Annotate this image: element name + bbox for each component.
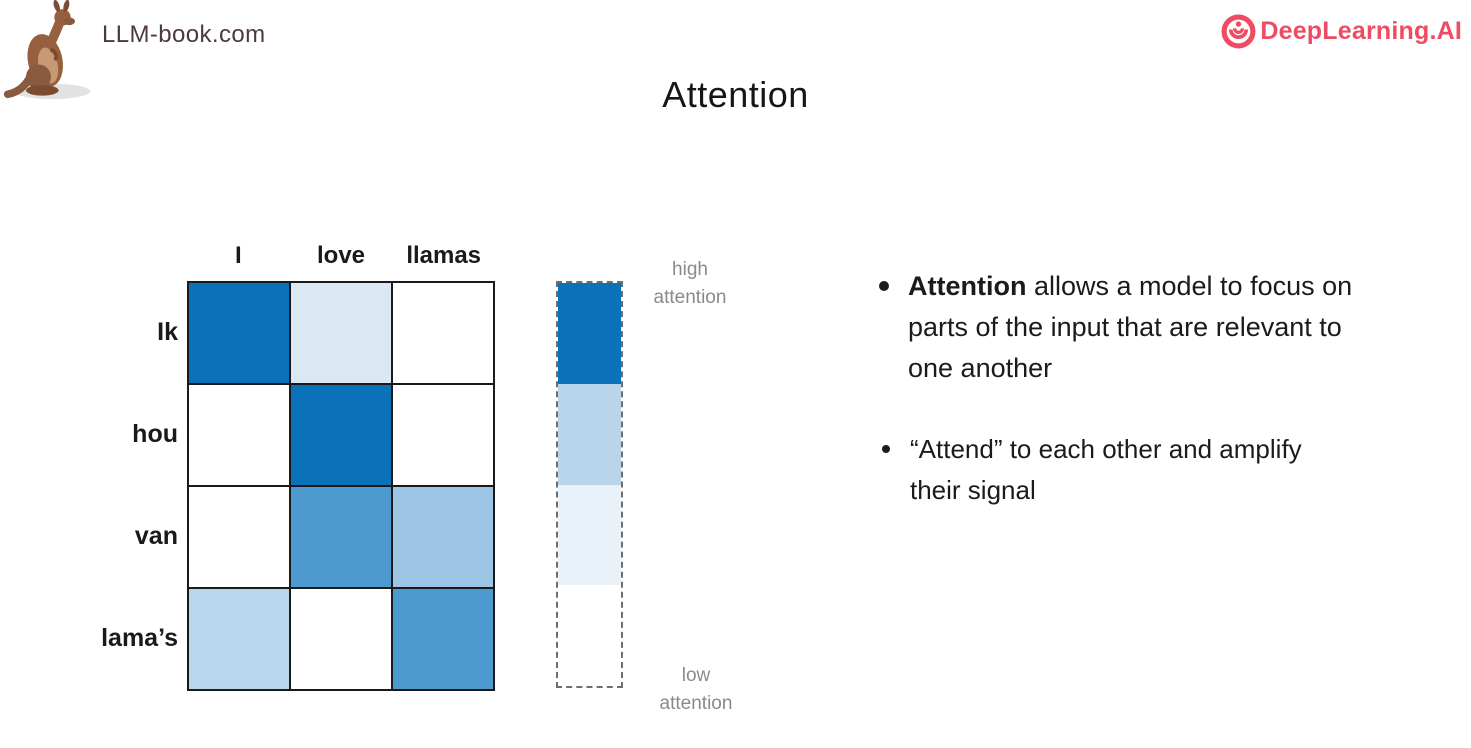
matrix-column-header: llamas [406, 242, 482, 269]
matrix-cell [290, 384, 392, 486]
matrix-cell [392, 588, 494, 690]
page-title: Attention [662, 74, 809, 115]
colorbar-high-label-line1: high [672, 259, 708, 280]
matrix-cell [290, 588, 392, 690]
bullet-text: “Attend” to each other and amplify their… [910, 434, 1302, 505]
attention-matrix [187, 281, 495, 691]
matrix-cell [188, 486, 290, 588]
matrix-row-label: van [134, 521, 178, 550]
matrix-row-label: lama’s [101, 623, 178, 652]
matrix-cell [290, 486, 392, 588]
colorbar-low-label-line2: attention [659, 693, 733, 714]
brand-title: DeepLearning.AI [1260, 17, 1462, 45]
bullet-item-attention: Attention allows a model to focus on par… [879, 266, 1370, 389]
matrix-cell [290, 282, 392, 384]
bullet-rest: allows a model to focus on parts of the … [908, 271, 1353, 383]
colorbar-segment [558, 585, 621, 686]
colorbar-high-label-line2: attention [653, 287, 727, 308]
matrix-row-label: hou [132, 419, 178, 448]
kangaroo-logo-icon [3, 0, 91, 100]
bullet-text: Attention allows a model to focus on par… [908, 266, 1370, 389]
bullet-dot [879, 281, 889, 291]
colorbar-low-label-line1: low [681, 665, 711, 686]
attention-colorbar [556, 281, 623, 688]
colorbar-high-label: high attention [624, 256, 756, 312]
deeplearning-ripple-icon [1221, 14, 1256, 49]
colorbar-low-label: low attention [630, 662, 762, 718]
matrix-cell [392, 486, 494, 588]
bullet-item-attend: “Attend” to each other and amplify their… [882, 429, 1312, 511]
site-title: LLM-book.com [102, 21, 266, 48]
colorbar-segment [558, 283, 621, 384]
matrix-column-header: I [235, 242, 242, 269]
bullet-dot [882, 445, 890, 453]
bullet-lead-bold: Attention [908, 271, 1027, 301]
matrix-cell [392, 282, 494, 384]
matrix-row-labels: Ik hou van lama’s [40, 281, 178, 689]
matrix-row-label: Ik [157, 317, 178, 346]
matrix-cell [392, 384, 494, 486]
matrix-cell [188, 588, 290, 690]
matrix-cell [188, 282, 290, 384]
matrix-column-header: love [316, 242, 366, 269]
matrix-cell [188, 384, 290, 486]
brand-logo: DeepLearning.AI [1220, 13, 1462, 50]
colorbar-segment [558, 484, 621, 586]
colorbar-segment [558, 383, 621, 485]
